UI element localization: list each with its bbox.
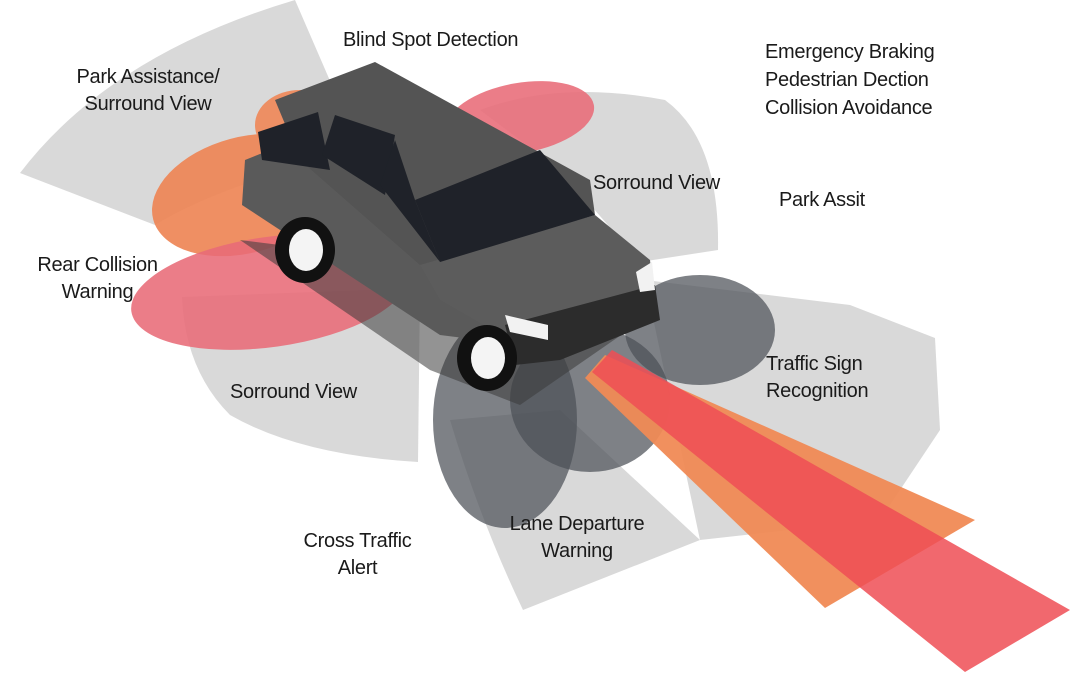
label-lane-departure-warning: Lane Departure Warning [497, 511, 657, 565]
label-line: Lane Departure [509, 513, 645, 535]
label-rear-collision-warning: Rear Collision Warning [20, 252, 175, 306]
side-window-rear [258, 112, 330, 170]
label-line: Surround View [84, 93, 212, 115]
label-surround-view-front: Sorround View [593, 172, 720, 194]
label-line: Warning [61, 281, 134, 303]
label-blind-spot-detection: Blind Spot Detection [343, 29, 519, 51]
label-line: Recognition [766, 380, 869, 402]
label-line: Pedestrian Dection [765, 69, 929, 91]
label-line: Alert [337, 557, 378, 579]
label-park-assit: Park Assit [779, 189, 865, 211]
car-front [505, 285, 660, 365]
side-window-front [380, 140, 440, 262]
side-window-middle [322, 115, 395, 195]
label-cross-traffic-alert: Cross Traffic Alert [290, 528, 425, 582]
suv-car [240, 62, 660, 405]
label-line: Traffic Sign [766, 353, 863, 375]
label-emergency-braking: Emergency Braking Pedestrian Dection Col… [765, 38, 935, 122]
label-line: Cross Traffic [303, 530, 412, 552]
red-radar-beam [592, 350, 1070, 672]
label-line: Rear Collision [37, 254, 158, 276]
label-line: Emergency Braking [765, 41, 935, 63]
label-line: Warning [541, 540, 613, 562]
front-wheel [457, 325, 517, 391]
label-surround-view-rear: Sorround View [230, 381, 357, 403]
windshield [415, 150, 595, 262]
label-park-assistance-surround-view: Park Assistance/ Surround View [58, 64, 238, 118]
label-line: Park Assistance/ [76, 66, 220, 88]
long-range-beams [585, 350, 1070, 672]
headlight-right [636, 262, 655, 292]
label-line: Collision Avoidance [765, 97, 933, 119]
traffic-sign-camera [625, 275, 775, 385]
headlight-left [505, 315, 548, 340]
label-traffic-sign-recognition: Traffic Sign Recognition [766, 351, 869, 405]
rear-wheel [275, 217, 335, 283]
